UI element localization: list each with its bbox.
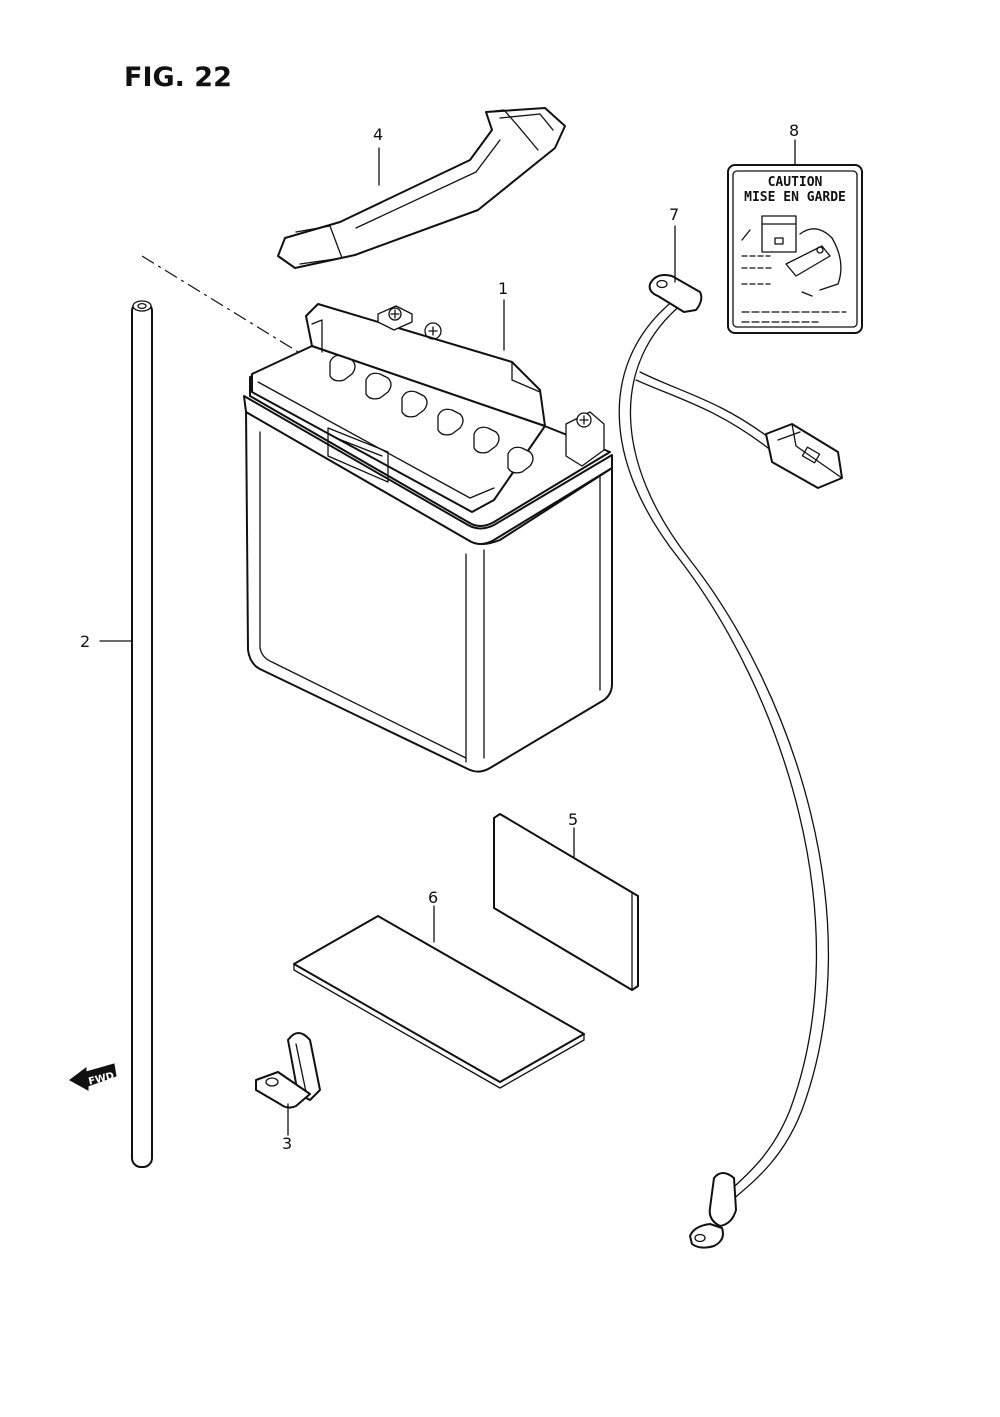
fwd-arrow-icon: FWD	[69, 1063, 117, 1091]
battery-band	[277, 107, 566, 269]
figure-title: FIG. 22	[124, 62, 232, 93]
ground-lead	[618, 274, 843, 1249]
cushion-lower	[293, 915, 585, 1089]
reference-line	[141, 255, 309, 359]
breather-tube	[131, 300, 153, 1168]
caution-label-line2: MISE EN GARDE	[744, 190, 846, 205]
callout-1: 1	[498, 279, 508, 298]
callout-7: 7	[669, 205, 679, 224]
callout-4: 4	[373, 125, 383, 144]
caution-label-line1: CAUTION	[768, 175, 823, 190]
callout-3: 3	[282, 1134, 292, 1153]
clamp	[255, 1032, 321, 1109]
caution-label: CAUTION MISE EN GARDE	[727, 164, 863, 334]
callout-6: 6	[428, 888, 438, 907]
callout-8: 8	[789, 121, 799, 140]
callout-5: 5	[568, 810, 578, 829]
cushion-upper	[493, 813, 639, 991]
callout-2: 2	[80, 632, 90, 651]
battery	[243, 303, 613, 773]
